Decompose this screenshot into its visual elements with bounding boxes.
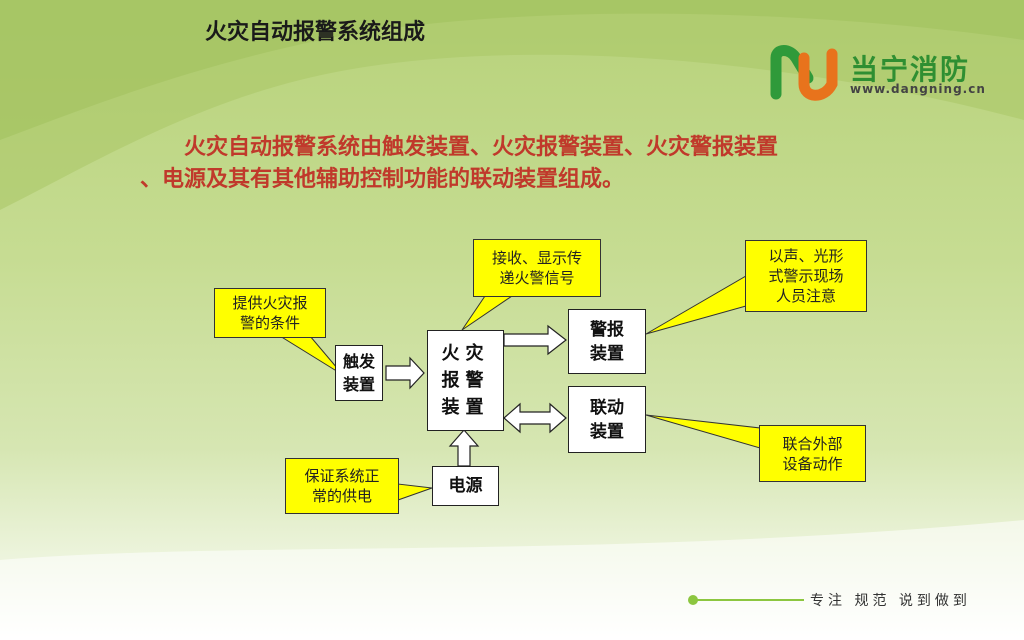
arrow-controller-linkage bbox=[503, 402, 567, 434]
intro-line-1: 火灾自动报警系统由触发装置、火灾报警装置、火灾警报装置 bbox=[184, 135, 779, 160]
power-note-pointer bbox=[397, 483, 433, 501]
power-note-callout: 保证系统正 常的供电 bbox=[285, 458, 399, 514]
linkage-note-text: 联合外部 设备动作 bbox=[782, 434, 843, 473]
trigger-note-text: 提供火灾报 警的条件 bbox=[232, 294, 308, 332]
linkage-device-box: 联动 装置 bbox=[568, 386, 646, 453]
controller-note-text: 接收、显示传 递火警信号 bbox=[491, 249, 582, 287]
warning-note-callout: 以声、光形 式警示现场 人员注意 bbox=[745, 240, 867, 312]
intro-line-2: 、电源及其有其他辅助控制功能的联动装置组成。 bbox=[140, 167, 625, 192]
power-note-text: 保证系统正 常的供电 bbox=[304, 467, 380, 505]
warning-device-label: 警报 装置 bbox=[590, 319, 624, 364]
controller-note-callout: 接收、显示传 递火警信号 bbox=[473, 239, 601, 297]
intro-paragraph: 火灾自动报警系统由触发装置、火灾报警装置、火灾警报装置 、电源及其有其他辅助控制… bbox=[140, 132, 900, 196]
trigger-device-label: 触发 装置 bbox=[342, 352, 375, 394]
page-title: 火灾自动报警系统组成 bbox=[205, 20, 426, 45]
linkage-note-pointer bbox=[645, 414, 761, 449]
footer-slogan: 专注 规范 说到做到 bbox=[810, 593, 971, 609]
logo-url: www.dangning.cn bbox=[850, 82, 986, 96]
linkage-note-callout: 联合外部 设备动作 bbox=[759, 425, 866, 482]
power-supply-box: 电源 bbox=[432, 466, 499, 506]
warning-note-text: 以声、光形 式警示现场 人员注意 bbox=[768, 247, 844, 305]
power-supply-label: 电源 bbox=[448, 476, 483, 496]
logo: 当宁消防 www.dangning.cn bbox=[770, 44, 990, 104]
footer-line bbox=[692, 599, 804, 601]
warning-device-box: 警报 装置 bbox=[568, 309, 646, 374]
trigger-device-box: 触发 装置 bbox=[335, 345, 383, 401]
arrow-trigger-to-controller bbox=[385, 356, 425, 390]
controller-note-pointer bbox=[461, 295, 514, 331]
trigger-note-callout: 提供火灾报 警的条件 bbox=[214, 288, 326, 338]
arrow-power-to-controller bbox=[448, 429, 480, 467]
linkage-device-label: 联动 装置 bbox=[590, 397, 624, 442]
logo-name: 当宁消防 bbox=[850, 53, 971, 86]
warning-note-pointer bbox=[645, 275, 747, 335]
alarm-controller-label: 火灾 报警 装置 bbox=[441, 343, 490, 418]
arrow-controller-to-warning bbox=[503, 324, 567, 356]
logo-mark-icon bbox=[770, 45, 838, 101]
trigger-note-pointer bbox=[278, 335, 344, 376]
alarm-controller-box: 火灾 报警 装置 bbox=[427, 330, 504, 431]
